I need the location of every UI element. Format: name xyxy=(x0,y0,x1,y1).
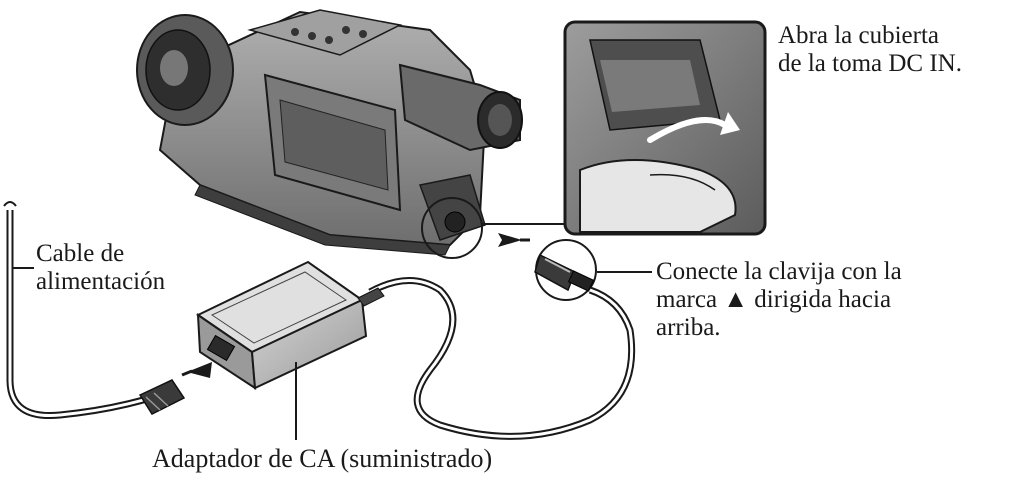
callout-power-cable: Cable de alimentación xyxy=(36,240,165,296)
ac-adapter xyxy=(196,260,385,390)
callout-power-cable-line2: alimentación xyxy=(36,268,166,295)
plug-arrow-icon xyxy=(498,233,530,247)
callout-open-cover: Abra la cubierta de la toma DC IN. xyxy=(778,22,962,78)
callout-power-cable-line1: Cable de xyxy=(36,240,125,267)
lens xyxy=(136,14,234,126)
callout-connect-plug-line2: marca ▲ dirigida hacia xyxy=(656,286,892,313)
dc-plug xyxy=(534,253,595,292)
adapter-arrow-icon xyxy=(181,362,212,378)
dc-output-cable xyxy=(368,277,636,440)
callout-ac-adapter: Adaptador de CA (suministrado) xyxy=(152,445,492,473)
callout-ac-adapter-text: Adaptador de CA (suministrado) xyxy=(152,444,493,473)
callout-connect-plug: Conecte la clavija con la marca ▲ dirigi… xyxy=(656,258,902,342)
open-arrow-icon xyxy=(647,117,728,143)
callout-connect-plug-line3: arriba. xyxy=(656,314,721,341)
callout-open-cover-line1: Abra la cubierta xyxy=(778,22,940,49)
viewfinder xyxy=(398,63,523,152)
top-control-panel xyxy=(247,9,403,56)
callout-connect-plug-line1: Conecte la clavija con la xyxy=(656,258,902,285)
dc-in-jack-area xyxy=(418,174,486,241)
mains-connector xyxy=(138,379,186,415)
callout-open-cover-line2: de la toma DC IN. xyxy=(778,50,962,77)
inset-open-cover xyxy=(563,20,767,236)
camcorder xyxy=(136,9,523,256)
finger-shape xyxy=(579,159,737,233)
jack-highlight-circle xyxy=(421,197,483,259)
